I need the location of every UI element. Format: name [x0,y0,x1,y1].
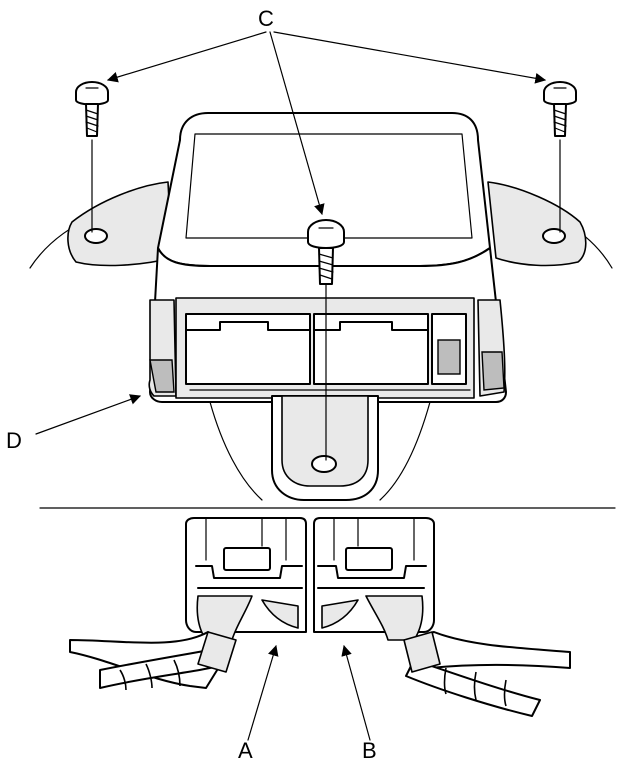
right-mounting-bracket [487,181,587,267]
wire-harness-left [69,631,237,691]
callout-leaders [35,31,547,741]
callout-label-a: A [238,738,253,763]
callout-label-b: B [362,738,377,763]
bolt-right [543,81,577,233]
bolt-center [307,219,345,461]
bolt-left [75,81,109,233]
callout-label-d: D [6,428,22,453]
callout-label-c: C [258,6,274,31]
connector-a [185,517,307,641]
left-mounting-bracket [67,181,173,267]
srs-unit [148,112,507,501]
connector-b [313,517,435,641]
wire-harness-right [403,631,571,717]
